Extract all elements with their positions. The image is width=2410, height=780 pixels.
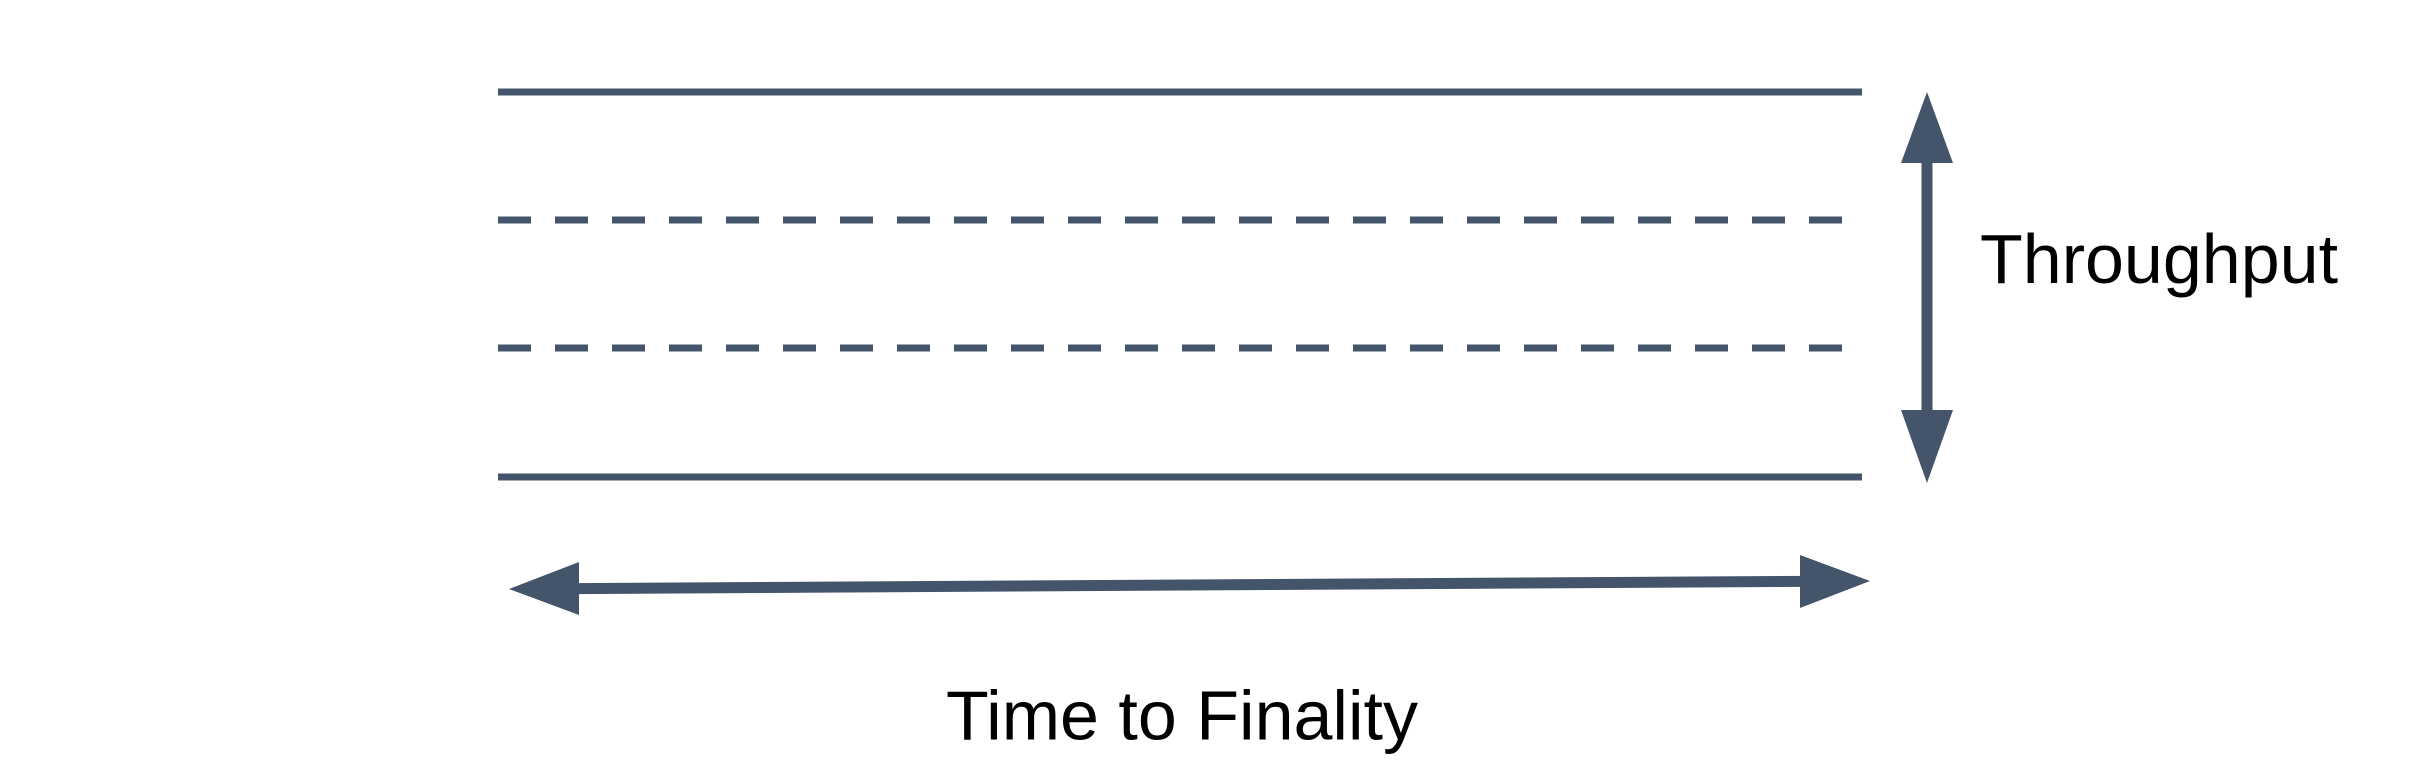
time-to-finality-arrow	[509, 555, 1870, 615]
throughput-arrow-down-head-icon	[1901, 410, 1953, 483]
throughput-arrow	[1901, 92, 1953, 483]
throughput-label: Throughput	[1980, 219, 2339, 298]
time-to-finality-arrow-shaft	[574, 575, 1805, 595]
time-to-finality-label: Time to Finality	[946, 676, 1418, 755]
time-to-finality-arrow-right-head-icon	[1800, 555, 1870, 608]
throughput-arrow-up-head-icon	[1901, 92, 1953, 163]
time-to-finality-arrow-left-head-icon	[509, 562, 579, 615]
